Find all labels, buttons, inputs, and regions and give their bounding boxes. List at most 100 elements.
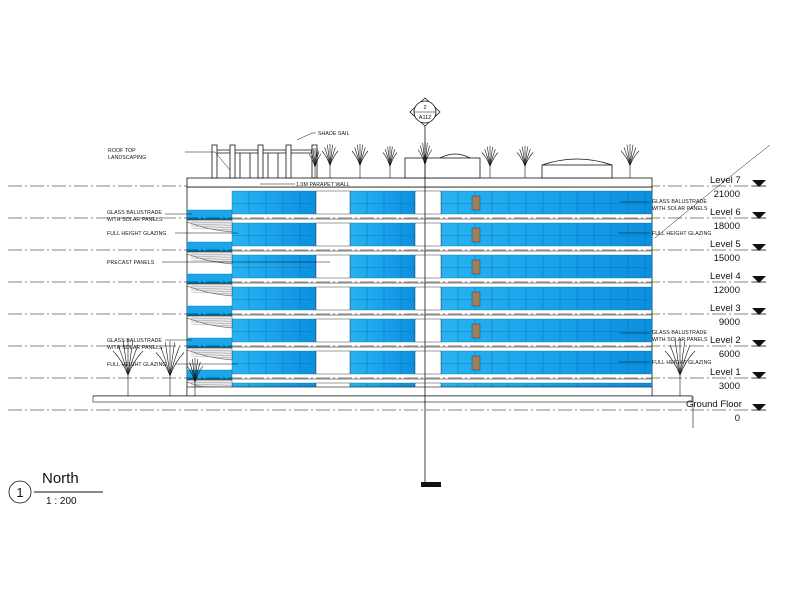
precast-panel xyxy=(414,254,442,279)
glazing-panel xyxy=(231,190,317,215)
glazing-panel xyxy=(349,350,416,375)
precast-panel xyxy=(315,350,351,375)
tree xyxy=(308,147,322,178)
precast-panel xyxy=(315,222,351,247)
ground-floor-base xyxy=(186,386,653,397)
glazing-panel xyxy=(231,222,317,247)
level-elevation: 3000 xyxy=(719,381,740,392)
annotations xyxy=(162,132,650,365)
precast-panel xyxy=(315,190,351,215)
level-name: Level 3 xyxy=(710,303,741,314)
precast-panel xyxy=(315,286,351,311)
annotation-texts: SHADE SAIL ROOF TOP LANDSCAPING 1.0M PAR… xyxy=(107,131,712,368)
roof-plant-structures xyxy=(404,153,613,179)
precast-panel xyxy=(414,190,442,215)
section-tag-number: 2 xyxy=(423,105,426,111)
level-name: Level 5 xyxy=(710,239,741,250)
level-name: Level 4 xyxy=(710,271,741,282)
level-lines xyxy=(8,185,752,411)
view-title: North xyxy=(42,470,79,487)
section-cut-line xyxy=(421,125,441,487)
stair-core-window xyxy=(471,323,481,339)
glass-balustrade xyxy=(186,273,233,285)
view-number-circle xyxy=(8,480,32,504)
level-elevation: 0 xyxy=(735,413,740,424)
glass-balustrade xyxy=(186,209,233,221)
site-boundary-line xyxy=(654,144,771,239)
view-scale: 1 : 200 xyxy=(46,496,77,507)
level-name: Level 2 xyxy=(710,335,741,346)
level-marker-icon xyxy=(752,276,766,283)
note-roof-top-2: LANDSCAPING xyxy=(108,155,146,161)
tree xyxy=(382,145,398,178)
note-glass-bal-left-bot-1: GLASS BALUSTRADE xyxy=(107,338,162,344)
note-glass-bal-right-bot-1: GLASS BALUSTRADE xyxy=(652,330,707,336)
note-roof-top-1: ROOF TOP xyxy=(108,148,136,154)
precast-panel xyxy=(315,254,351,279)
glazing-panel xyxy=(349,286,416,311)
street-trees xyxy=(112,339,696,396)
tree xyxy=(516,145,534,178)
view-title-block: 1 North 1 : 200 xyxy=(8,470,103,507)
stair-core-window xyxy=(471,355,481,371)
level-elevation: 18000 xyxy=(714,221,740,232)
glazing-panel xyxy=(349,254,416,279)
note-precast: PRECAST PANELS xyxy=(107,260,155,266)
tree xyxy=(321,143,339,178)
tree xyxy=(664,339,696,396)
note-glazing-right-top: FULL HEIGHT GLAZING xyxy=(652,231,712,237)
level-name: Ground Floor xyxy=(686,399,742,410)
level-marker-icon xyxy=(752,180,766,187)
level-marker-icon xyxy=(752,308,766,315)
note-glazing-right-bot: FULL HEIGHT GLAZING xyxy=(652,360,712,366)
building-facade xyxy=(186,186,653,397)
level-marker-icon xyxy=(752,372,766,379)
glazing-panel xyxy=(231,350,317,375)
parapet-wall xyxy=(186,177,653,188)
glass-balustrade xyxy=(186,305,233,317)
note-parapet: 1.0M PARAPET WALL xyxy=(296,182,350,188)
tree xyxy=(186,358,204,396)
note-glass-bal-left-bot-2: WITH SOLAR PANELS xyxy=(107,345,163,351)
note-glass-bal-right-bot-2: WITH SOLAR PANELS xyxy=(652,337,708,343)
shade-sail-pergola xyxy=(211,144,318,179)
level-marker-icon xyxy=(752,404,766,411)
note-glass-bal-right-top-1: GLASS BALUSTRADE xyxy=(652,199,707,205)
roof-elements xyxy=(186,141,653,188)
section-tag[interactable]: 2 A112 xyxy=(409,97,441,127)
tree xyxy=(112,339,144,396)
stair-core-window xyxy=(471,259,481,275)
glass-balustrade xyxy=(186,241,233,253)
glazing-panel xyxy=(231,318,317,343)
note-shade-sail: SHADE SAIL xyxy=(318,131,350,137)
glazing-panel xyxy=(349,318,416,343)
level-elevation: 21000 xyxy=(714,189,740,200)
level-name: Level 1 xyxy=(710,367,741,378)
precast-panel xyxy=(414,350,442,375)
level-elevation: 12000 xyxy=(714,285,740,296)
ground xyxy=(92,395,694,428)
level-name: Level 7 xyxy=(710,175,741,186)
glazing-panel xyxy=(349,190,416,215)
note-glass-bal-left-top-1: GLASS BALUSTRADE xyxy=(107,210,162,216)
level-marker-icon xyxy=(752,212,766,219)
glass-balustrade xyxy=(186,337,233,349)
precast-panel xyxy=(414,318,442,343)
note-glass-bal-left-top-2: WITH SOLAR PANELS xyxy=(107,217,163,223)
level-marker-icon xyxy=(752,244,766,251)
level-elevation: 15000 xyxy=(714,253,740,264)
precast-panel xyxy=(315,318,351,343)
glazing-panel xyxy=(349,222,416,247)
stair-core-window xyxy=(471,291,481,307)
note-glazing-left-top: FULL HEIGHT GLAZING xyxy=(107,231,167,237)
level-elevation: 9000 xyxy=(719,317,740,328)
precast-panel xyxy=(414,222,442,247)
section-tag-sheet: A112 xyxy=(419,115,431,121)
precast-panel xyxy=(414,286,442,311)
glazing-panel xyxy=(231,286,317,311)
tree xyxy=(351,143,369,178)
note-glass-bal-right-top-2: WITH SOLAR PANELS xyxy=(652,206,708,212)
level-name: Level 6 xyxy=(710,207,741,218)
